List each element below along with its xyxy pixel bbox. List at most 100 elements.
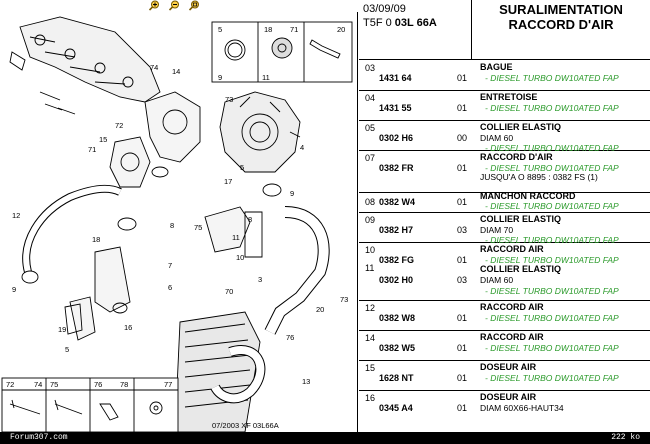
part-reference[interactable]: 1628 NT <box>379 373 414 383</box>
svg-text:9: 9 <box>290 189 294 198</box>
part-reference[interactable]: 0302 H0 <box>379 275 414 285</box>
part-description: - DIESEL TURBO DW10ATED FAP <box>485 255 619 265</box>
part-quantity: 01 <box>457 403 468 413</box>
zoom-out-button[interactable] <box>168 0 180 11</box>
part-spec: DIAM 70 <box>480 225 514 235</box>
svg-text:19: 19 <box>58 325 66 334</box>
part-description: - DIESEL TURBO DW10ATED FAP <box>485 313 619 323</box>
part-index: 14 <box>365 333 376 343</box>
svg-text:9: 9 <box>218 73 222 82</box>
svg-text:72: 72 <box>6 380 14 389</box>
part-description: - DIESEL TURBO DW10ATED FAP <box>485 143 619 153</box>
part-reference[interactable]: 1431 64 <box>379 73 412 83</box>
part-description: - DIESEL TURBO DW10ATED FAP <box>485 343 619 353</box>
svg-text:73: 73 <box>340 295 348 304</box>
part-reference[interactable]: 1431 55 <box>379 103 412 113</box>
svg-text:5: 5 <box>240 163 244 172</box>
part-index: 07 <box>365 153 376 163</box>
part-description: - DIESEL TURBO DW10ATED FAP <box>485 373 619 383</box>
part-index: 04 <box>365 93 376 103</box>
part-reference[interactable]: 0382 W5 <box>379 343 416 353</box>
svg-text:9: 9 <box>12 285 16 294</box>
part-name: DOSEUR AIR <box>480 392 537 402</box>
list-item[interactable]: 09 0382 H7 03 COLLIER ELASTIQ DIAM 70 - … <box>359 213 650 245</box>
svg-text:72: 72 <box>115 121 123 130</box>
svg-text:71: 71 <box>88 145 96 154</box>
part-reference[interactable]: 0382 FG <box>379 255 415 265</box>
part-spec: DIAM 60X66-HAUT34 <box>480 403 564 413</box>
part-name: RACCORD AIR <box>480 244 544 254</box>
svg-text:3: 3 <box>258 275 262 284</box>
header-code-prefix: T5F 0 <box>363 17 392 29</box>
part-quantity: 01 <box>457 197 468 207</box>
svg-text:4: 4 <box>300 143 304 152</box>
part-reference[interactable]: 0382 FR <box>379 163 414 173</box>
part-spec: DIAM 60 <box>480 133 514 143</box>
list-item[interactable]: 07 0382 FR 01 RACCORD D'AIR - DIESEL TUR… <box>359 151 650 193</box>
part-name: MANCHON RACCORD <box>480 191 576 201</box>
part-name: RACCORD AIR <box>480 302 544 312</box>
svg-text:10: 10 <box>236 253 244 262</box>
svg-text:77: 77 <box>164 380 172 389</box>
svg-text:12: 12 <box>12 211 20 220</box>
svg-text:11: 11 <box>232 233 240 242</box>
header-title: SURALIMENTATION RACCORD D'AIR <box>471 0 650 60</box>
part-name: COLLIER ELASTIQ <box>480 122 561 132</box>
part-index: 10 <box>365 245 376 255</box>
magnifier-fit-icon <box>188 0 199 11</box>
part-index: 11 <box>365 263 375 273</box>
svg-text:18: 18 <box>92 235 100 244</box>
svg-text:13: 13 <box>302 377 310 386</box>
part-index: 05 <box>365 123 376 133</box>
part-reference[interactable]: 0302 H6 <box>379 133 414 143</box>
part-reference[interactable]: 0345 A4 <box>379 403 413 413</box>
list-item[interactable]: 14 0382 W5 01 RACCORD AIR - DIESEL TURBO… <box>359 331 650 361</box>
part-index: 15 <box>365 363 376 373</box>
part-quantity: 01 <box>457 255 468 265</box>
part-reference[interactable]: 0382 H7 <box>379 225 414 235</box>
svg-text:20: 20 <box>316 305 324 314</box>
list-item[interactable]: 03 1431 64 01 BAGUE - DIESEL TURBO DW10A… <box>359 61 650 91</box>
part-name: BAGUE <box>480 62 513 72</box>
svg-text:5: 5 <box>65 345 69 354</box>
svg-text:7: 7 <box>168 261 172 270</box>
list-item[interactable]: 16 0345 A4 01 DOSEUR AIR DIAM 60X66-HAUT… <box>359 391 650 421</box>
header-code: T5F 0 03L 66A <box>363 16 437 30</box>
svg-text:78: 78 <box>120 380 128 389</box>
part-description: - DIESEL TURBO DW10ATED FAP <box>485 286 619 296</box>
status-site: Forum307.com <box>10 433 68 442</box>
part-index: 16 <box>365 393 376 403</box>
list-item[interactable]: 10 0382 FG 01 RACCORD AIR - DIESEL TURBO… <box>359 243 650 301</box>
part-description: - DIESEL TURBO DW10ATED FAP <box>485 163 619 173</box>
svg-text:17: 17 <box>224 177 232 186</box>
part-quantity: 01 <box>457 103 468 113</box>
svg-text:73: 73 <box>225 95 233 104</box>
header-date: 03/09/09 <box>363 3 406 15</box>
part-name: DOSEUR AIR <box>480 362 537 372</box>
list-item[interactable]: 08 0382 W4 01 MANCHON RACCORD - DIESEL T… <box>359 191 650 213</box>
list-item[interactable]: 04 1431 55 01 ENTRETOISE - DIESEL TURBO … <box>359 91 650 121</box>
part-quantity: 01 <box>457 313 468 323</box>
zoom-fit-button[interactable] <box>188 0 200 11</box>
zoom-in-button[interactable] <box>148 0 160 11</box>
part-description: - DIESEL TURBO DW10ATED FAP <box>485 235 619 245</box>
part-description: - DIESEL TURBO DW10ATED FAP <box>485 73 619 83</box>
diagram-footer-ref: 07/2003 XF 03L66A <box>212 421 279 430</box>
magnifier-minus-icon <box>168 0 179 11</box>
magnifier-plus-icon <box>148 0 159 11</box>
part-reference[interactable]: 0382 W8 <box>379 313 416 323</box>
svg-text:70: 70 <box>225 287 233 296</box>
part-name: COLLIER ELASTIQ <box>480 264 561 274</box>
part-reference[interactable]: 0382 W4 <box>379 197 416 207</box>
part-quantity: 01 <box>457 343 468 353</box>
parts-list: 03 1431 64 01 BAGUE - DIESEL TURBO DW10A… <box>359 61 650 432</box>
part-index: 09 <box>365 215 376 225</box>
part-index: 03 <box>365 63 376 73</box>
list-item[interactable]: 12 0382 W8 01 RACCORD AIR - DIESEL TURBO… <box>359 301 650 331</box>
svg-text:76: 76 <box>94 380 102 389</box>
svg-text:18: 18 <box>264 25 272 34</box>
list-item[interactable]: 05 0302 H6 00 COLLIER ELASTIQ DIAM 60 - … <box>359 121 650 153</box>
list-item[interactable]: 15 1628 NT 01 DOSEUR AIR - DIESEL TURBO … <box>359 361 650 391</box>
